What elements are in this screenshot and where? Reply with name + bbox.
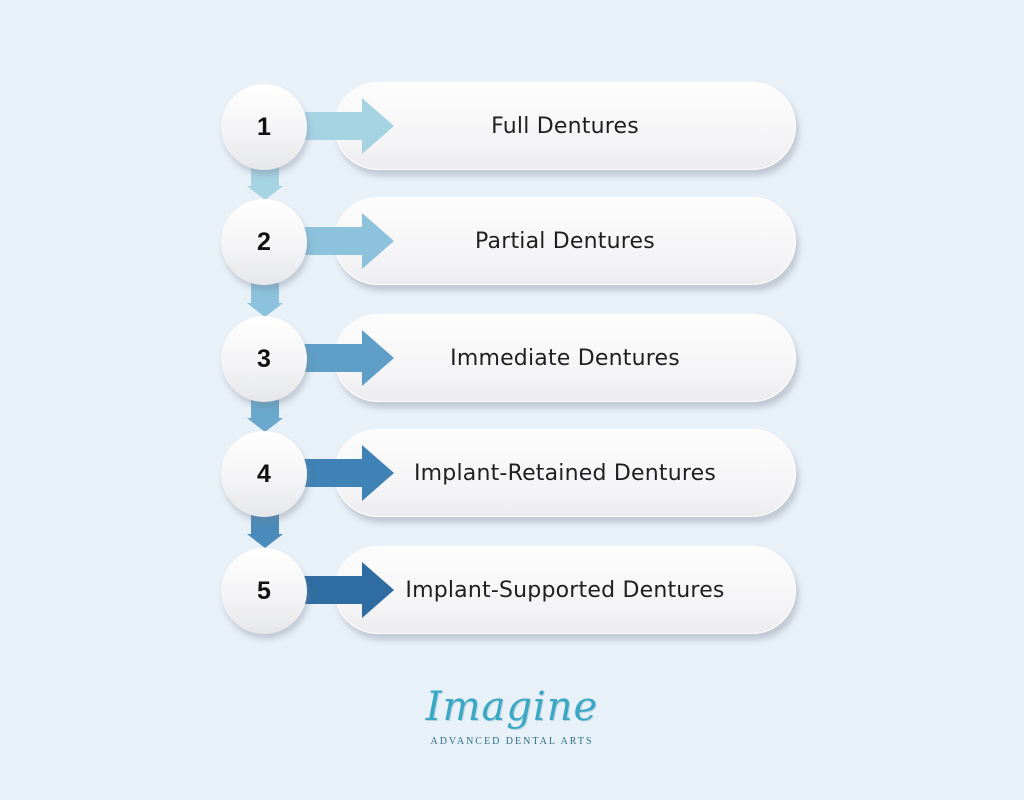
step-3-card: Immediate Dentures (334, 314, 796, 402)
step-3-arrow (300, 330, 394, 386)
step-1-number-circle: 1 (221, 84, 307, 170)
step-4-card: Implant-Retained Dentures (334, 429, 796, 517)
step-4-arrow-shape (300, 445, 394, 501)
step-5-arrow-shape (300, 562, 394, 618)
step-3-number-circle: 3 (221, 316, 307, 402)
brand-logo: Imagine ADVANCED DENTAL ARTS (412, 684, 612, 764)
connector-2-3-shape (247, 283, 283, 317)
step-2-arrow-shape (300, 213, 394, 269)
step-4-number-circle: 4 (221, 431, 307, 517)
step-5-number-circle: 5 (221, 548, 307, 634)
step-2-label: Partial Dentures (475, 228, 655, 254)
connector-2-3 (247, 283, 283, 317)
connector-4-5-shape (247, 514, 283, 548)
step-5-label: Implant-Supported Dentures (405, 577, 725, 603)
step-3: Immediate Dentures 3 (0, 314, 1024, 414)
step-5-arrow (300, 562, 394, 618)
step-3-arrow-shape (300, 330, 394, 386)
step-1-card: Full Dentures (334, 82, 796, 170)
connector-3-4 (247, 398, 283, 432)
logo-script-wordmark: Imagine (425, 684, 599, 730)
step-2-number: 2 (257, 227, 271, 256)
connector-1-2-shape (247, 166, 283, 200)
step-5: Implant-Supported Dentures 5 (0, 546, 1024, 646)
step-4: Implant-Retained Dentures 4 (0, 429, 1024, 529)
connector-1-2 (247, 166, 283, 200)
step-2: Partial Dentures 2 (0, 197, 1024, 297)
connector-4-5 (247, 514, 283, 548)
step-2-arrow (300, 213, 394, 269)
step-5-card: Implant-Supported Dentures (334, 546, 796, 634)
step-3-number: 3 (257, 344, 271, 373)
step-2-number-circle: 2 (221, 199, 307, 285)
step-4-label: Implant-Retained Dentures (413, 460, 717, 486)
step-1-arrow-shape (300, 98, 394, 154)
step-1: Full Dentures 1 (0, 82, 1024, 182)
step-5-number: 5 (257, 576, 271, 605)
step-1-label: Full Dentures (491, 113, 639, 139)
connector-3-4-shape (247, 398, 283, 432)
step-1-arrow (300, 98, 394, 154)
step-2-card: Partial Dentures (334, 197, 796, 285)
step-1-number: 1 (257, 112, 271, 141)
step-4-arrow (300, 445, 394, 501)
step-4-number: 4 (257, 459, 271, 488)
logo-tagline: ADVANCED DENTAL ARTS (430, 736, 594, 747)
step-3-label: Immediate Dentures (450, 345, 680, 371)
